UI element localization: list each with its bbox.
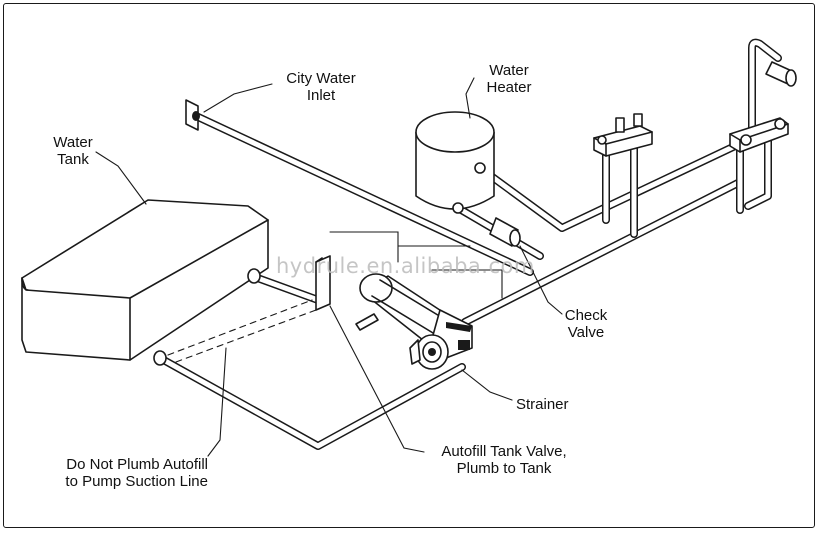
city-water-inlet-label: City Water Inlet	[278, 70, 364, 104]
water-tank	[21, 199, 269, 366]
check-valve-label: Check Valve	[558, 307, 614, 341]
autofill-valve-label-line1: Autofill Tank Valve,	[441, 443, 567, 460]
leader-lines	[95, 77, 563, 457]
autofill-dashed-line-2	[175, 309, 317, 363]
city-water-inlet-label-line2: Inlet	[306, 87, 336, 104]
autofill-valve-label-line2: Plumb to Tank	[456, 460, 552, 477]
autofill-valve	[315, 255, 331, 311]
water-heater-label: Water Heater	[478, 62, 540, 96]
check-valve	[489, 217, 521, 247]
strainer-label: Strainer	[516, 396, 569, 413]
pipe-network	[156, 38, 782, 450]
shower	[729, 61, 797, 153]
sink-faucet	[593, 113, 653, 157]
do-not-plumb-label-line2: to Pump Suction Line	[65, 473, 208, 490]
check-valve-label-line2: Valve	[567, 324, 605, 341]
water-tank-label-line2: Tank	[57, 151, 89, 168]
check-valve-label-line1: Check	[564, 307, 608, 324]
autofill-valve-label: Autofill Tank Valve, Plumb to Tank	[424, 443, 584, 477]
water-tank-label-line1: Water	[53, 134, 93, 151]
do-not-plumb-label-line1: Do Not Plumb Autofill	[66, 456, 208, 473]
do-not-plumb-label: Do Not Plumb Autofill to Pump Suction Li…	[30, 456, 208, 490]
water-tank-label: Water Tank	[48, 134, 98, 168]
floor-guides	[329, 231, 503, 299]
water-heater	[415, 111, 495, 214]
city-water-inlet-plate	[185, 99, 200, 131]
watermark: hydrule.en.alibaba.com	[276, 254, 535, 278]
water-heater-label-line1: Water	[489, 62, 529, 79]
water-heater-label-line2: Heater	[486, 79, 532, 96]
autofill-dashed-line	[167, 299, 313, 356]
water-pump	[355, 273, 473, 370]
city-water-inlet-label-line1: City Water	[286, 70, 356, 87]
